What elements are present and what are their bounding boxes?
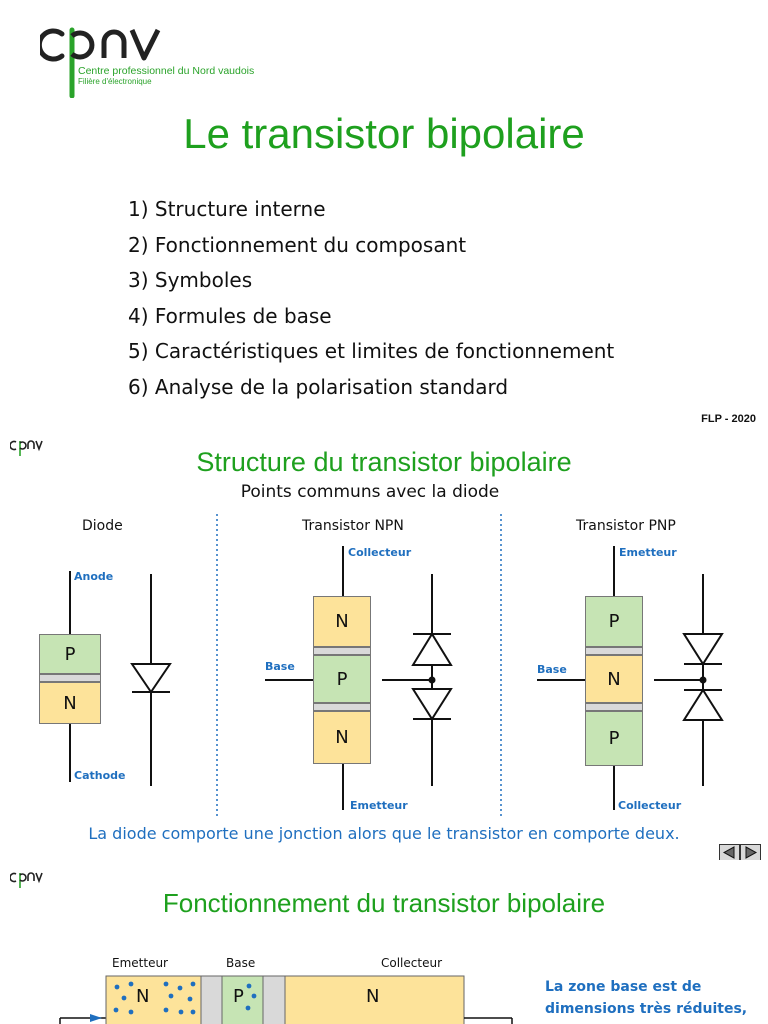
pnp-junction-bottom [585, 703, 643, 711]
slide-structure: Structure du transistor bipolaire Points… [0, 432, 768, 860]
pnp-two-diodes-icon [654, 574, 724, 786]
toc-item: 6) Analyse de la polarisation standard [128, 374, 509, 399]
collector-n-region: N [366, 986, 380, 1007]
table-of-contents: 1) Structure interne 2) Fonctionnement d… [128, 194, 614, 407]
npn-n-layer-bottom: N [313, 711, 371, 764]
slide-nav-buttons [719, 844, 761, 860]
pnp-base-label: Base [537, 663, 567, 676]
slide-title: Structure du transistor bipolaire [196, 447, 572, 477]
diode-p-layer: P [39, 634, 101, 674]
slide-title: Fonctionnement du transistor bipolaire [162, 888, 606, 918]
collector-label: Collecteur [381, 956, 442, 970]
nav-next-button[interactable] [740, 844, 761, 861]
logo-subtitle-2: Filière d'électronique [78, 77, 152, 86]
slide-title: Centre professionnel du Nord vaudois Fil… [0, 0, 768, 430]
pnp-collector-label: Collecteur [618, 799, 682, 812]
emitter-n-region: N [136, 986, 150, 1007]
slide-operation: Fonctionnement du transistor bipolaire E… [0, 864, 768, 1024]
nav-previous-button[interactable] [719, 844, 740, 861]
diode-junction [39, 674, 101, 682]
pnp-n-layer: N [585, 655, 643, 703]
slide-title-main: Le transistor bipolaire [183, 110, 585, 157]
base-zone-note: La zone base est de dimensions très rédu… [545, 976, 747, 1020]
slide-subtitle: Points communs avec la diode [240, 482, 500, 502]
footer-credit: FLP - 2020 [701, 413, 756, 425]
note-line: La zone base est de [545, 979, 702, 995]
npn-two-diodes-icon [382, 574, 453, 786]
pnp-junction-top [585, 647, 643, 655]
npn-collector-label: Collecteur [348, 546, 412, 559]
npn-p-layer: P [313, 655, 371, 703]
emitter-label: Emetteur [112, 956, 168, 970]
note-line: dimensions très réduites, [545, 1001, 748, 1017]
pnp-emitter-label: Emetteur [619, 546, 677, 559]
base-p-region: P [233, 986, 244, 1007]
anode-label: Anode [74, 570, 114, 583]
cathode-label: Cathode [74, 769, 126, 782]
npn-n-layer-top: N [313, 596, 371, 647]
logo-subtitle-1: Centre professionnel du Nord vaudois [78, 65, 255, 77]
npn-base-label: Base [265, 660, 295, 673]
pnp-wires [537, 546, 615, 810]
toc-item: 3) Symboles [128, 268, 253, 292]
toc-item: 2) Fonctionnement du composant [128, 232, 467, 257]
diode-symbol-icon [130, 574, 172, 786]
slide-caption: La diode comporte une jonction alors que… [88, 824, 680, 843]
npn-junction-top [313, 647, 371, 655]
toc-item: 1) Structure interne [128, 197, 326, 221]
npn-junction-bottom [313, 703, 371, 711]
diode-n-layer: N [39, 682, 101, 724]
toc-item: 5) Caractéristiques et limites de foncti… [128, 339, 615, 363]
toc-item: 4) Formules de base [128, 303, 332, 328]
diode-wires [69, 571, 71, 782]
transistor-operation-diagram [59, 975, 513, 1024]
pnp-p-layer-bottom: P [585, 711, 643, 766]
cpnv-logo [40, 27, 161, 98]
npn-emitter-label: Emetteur [350, 799, 408, 812]
column-title-npn: Transistor NPN [302, 518, 404, 534]
column-separators [216, 514, 502, 818]
cpnv-logo-small [10, 872, 43, 888]
column-title-pnp: Transistor PNP [576, 518, 676, 534]
npn-wires [265, 546, 344, 810]
base-label: Base [226, 956, 256, 970]
cpnv-logo-small [10, 440, 43, 456]
column-title-diode: Diode [82, 518, 123, 534]
pnp-p-layer-top: P [585, 596, 643, 647]
